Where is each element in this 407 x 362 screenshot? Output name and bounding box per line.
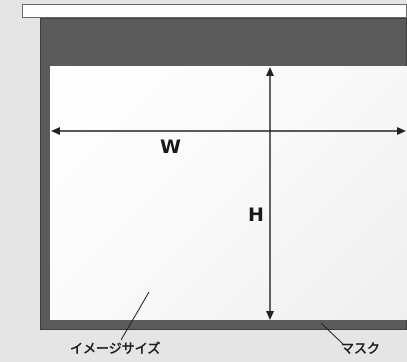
width-arrow-left <box>51 127 60 135</box>
image-size-leader-line <box>120 291 150 341</box>
height-arrow-top <box>266 67 274 76</box>
height-label: H <box>248 204 264 226</box>
height-arrow-bottom <box>266 311 274 320</box>
width-arrow-right <box>397 127 406 135</box>
width-label: W <box>160 136 181 158</box>
mask-leader-line <box>320 322 344 345</box>
mask-label: マスク <box>341 342 381 357</box>
image-area <box>50 66 407 320</box>
image-size-label: イメージサイズ <box>70 342 161 357</box>
